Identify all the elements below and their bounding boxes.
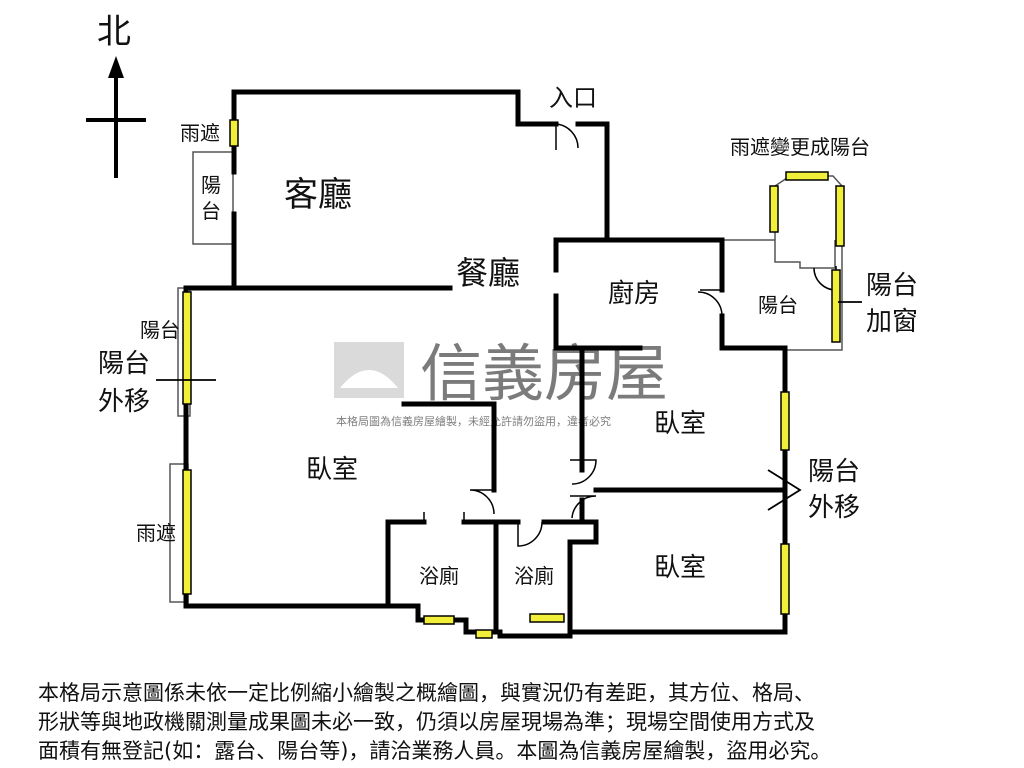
note-east-moved-1: 陽台 <box>808 457 860 487</box>
note-canopy-west-lower: 雨遮 <box>136 521 176 545</box>
label-balcony-nw-2: 台 <box>201 199 221 223</box>
label-balcony-kitchen: 陽台 <box>758 293 798 317</box>
north-arrow: 北 <box>86 12 146 178</box>
window-canopy-east <box>835 185 845 247</box>
label-balcony-nw-1: 陽 <box>201 173 221 197</box>
label-bath-left: 浴廁 <box>419 564 459 588</box>
entrance-door <box>555 123 579 150</box>
note-east-moved-2: 外移 <box>808 493 860 523</box>
window-west-upper <box>182 291 192 405</box>
window-canopy-west <box>769 185 779 233</box>
window-bath-mid <box>475 629 493 639</box>
doors <box>423 123 837 547</box>
label-kitchen: 廚房 <box>608 279 660 309</box>
label-living-room: 客廳 <box>284 175 352 215</box>
disclaimer-line-3: 面積有無登記(如：露台、陽台等)，請洽業務人員。本圖為信義房屋繪製，盜用必究。 <box>38 739 832 763</box>
label-dining-room: 餐廳 <box>456 254 520 292</box>
bath-left-door <box>423 512 465 522</box>
kitchen-balcony-door <box>697 289 723 317</box>
window-canopy-north <box>785 171 829 181</box>
windows <box>182 119 845 639</box>
label-bedroom-west: 臥室 <box>306 455 358 485</box>
north-arrow-icon <box>108 56 124 78</box>
window-nw-canopy <box>229 119 239 147</box>
disclaimer-line-2: 形狀等與地政機關測量成果圖未必一致，仍須以房屋現場為準；現場空間使用方式及 <box>38 710 815 734</box>
balcony-kitchen-outline <box>722 239 836 269</box>
notes: 雨遮 雨遮變更成陽台 陽台 加窗 陽台 外移 陽台 外移 雨遮 <box>98 121 918 545</box>
watermark-logo-roof <box>340 370 398 388</box>
window-balcony-added <box>831 269 841 343</box>
note-balcony-window-2: 加窗 <box>866 307 918 337</box>
note-canopy-to-balcony: 雨遮變更成陽台 <box>730 135 870 159</box>
note-canopy-nw: 雨遮 <box>180 121 220 145</box>
room-labels: 客廳 餐廳 入口 廚房 陽台 臥室 臥室 臥室 浴廁 浴廁 陽 台 陽台 <box>140 84 798 588</box>
bath-right-door <box>517 521 543 547</box>
window-bedroom-se <box>780 543 790 615</box>
label-bedroom-ne: 臥室 <box>654 409 706 439</box>
watermark-notice: 本格局圖為信義房屋繪製，未經允許請勿盜用，違者必究 <box>336 414 611 428</box>
disclaimer-line-1: 本格局示意圖係未依一定比例縮小繪製之概繪圖，與實況仍有差距，其方位、格局、 <box>38 681 815 705</box>
window-bedroom-ne <box>780 391 790 451</box>
label-balcony-west-upper: 陽台 <box>140 318 180 342</box>
window-bath-left <box>423 615 455 625</box>
disclaimer-text: 本格局示意圖係未依一定比例縮小繪製之概繪圖，與實況仍有差距，其方位、格局、 形狀… <box>38 679 998 766</box>
label-entrance: 入口 <box>549 84 597 112</box>
label-bath-right: 浴廁 <box>514 564 554 588</box>
balcony-nw-outline <box>192 151 234 245</box>
note-west-moved-1: 陽台 <box>98 349 150 379</box>
east-move-marker <box>767 469 802 511</box>
bedroom-se-door <box>570 495 597 519</box>
move-markers <box>156 301 862 511</box>
window-west-lower <box>182 469 192 595</box>
watermark: 信義房屋 本格局圖為信義房屋繪製，未經允許請勿盜用，違者必究 <box>334 337 668 428</box>
window-bath-right <box>529 613 565 623</box>
bedroom-ne-door <box>570 459 597 485</box>
north-label: 北 <box>97 12 131 52</box>
note-west-moved-2: 外移 <box>98 387 150 417</box>
note-balcony-window-1: 陽台 <box>866 271 918 301</box>
bedroom-west-door <box>469 489 495 515</box>
label-bedroom-se: 臥室 <box>654 553 706 583</box>
